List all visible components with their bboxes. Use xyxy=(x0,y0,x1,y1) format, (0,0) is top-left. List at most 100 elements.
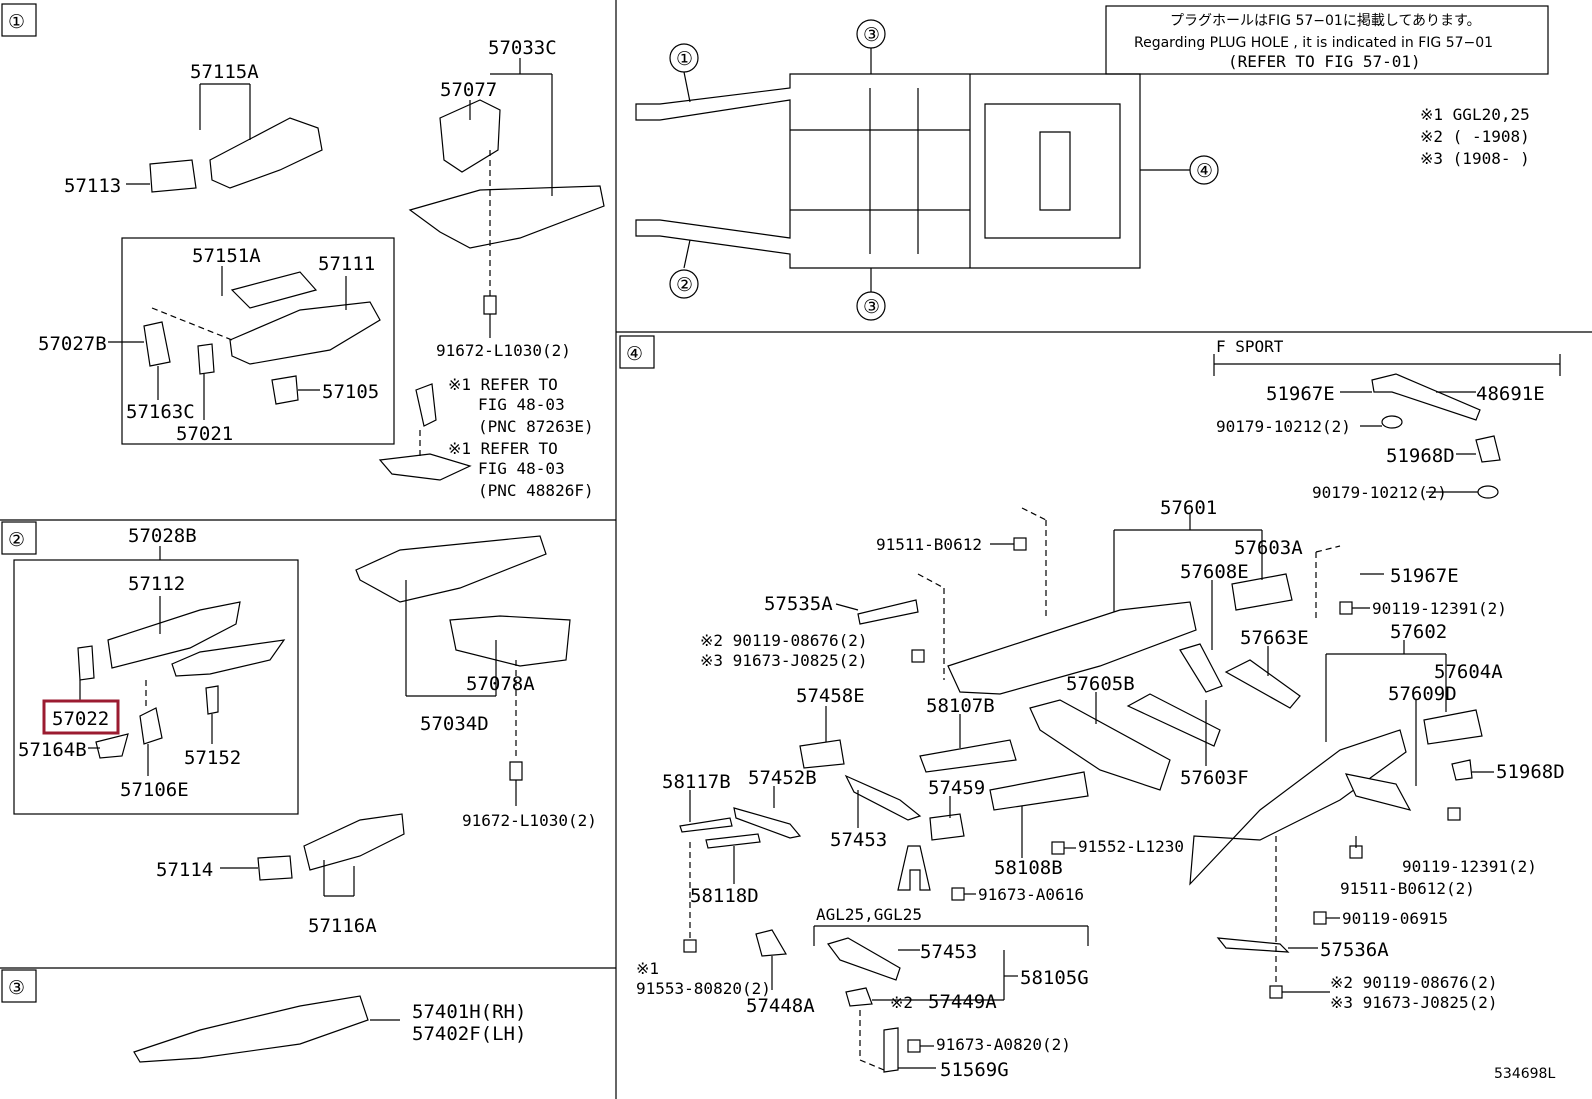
label-57458E: 57458E xyxy=(796,685,865,707)
section-marker-4: ④ xyxy=(619,335,655,369)
label-f-sport: F SPORT xyxy=(1216,337,1284,356)
label-57603A: 57603A xyxy=(1234,537,1303,559)
label-57115A: 57115A xyxy=(190,61,259,83)
label-57603F: 57603F xyxy=(1180,767,1249,789)
label-57605B: 57605B xyxy=(1066,673,1135,695)
svg-text:③: ③ xyxy=(8,977,25,999)
panel-4-leaders xyxy=(689,391,1494,1069)
label-91673-A0616: 91673-A0616 xyxy=(978,885,1084,904)
label-57459: 57459 xyxy=(928,777,985,799)
highlight-57022 xyxy=(42,699,120,735)
label-51569G: 51569G xyxy=(940,1059,1009,1081)
svg-text:※3 (1908- ): ※3 (1908- ) xyxy=(1420,149,1530,168)
label-57663E: 57663E xyxy=(1240,627,1309,649)
label-57111: 57111 xyxy=(318,253,375,275)
frame-callouts: ① ② ③ ④ ③ xyxy=(669,19,1219,321)
label-90119-08676: ※2 90119-08676(2) xyxy=(700,631,868,650)
panel-1-parts xyxy=(121,99,605,481)
label-57113: 57113 xyxy=(64,175,121,197)
label-57609D: 57609D xyxy=(1388,683,1457,705)
label-58107B: 58107B xyxy=(926,695,995,717)
label-51968D-b: 51968D xyxy=(1496,761,1565,783)
label-57022: 57022 xyxy=(52,708,109,730)
label-57401H: 57401H(RH) xyxy=(412,1001,526,1023)
section-marker-3: ③ xyxy=(1,969,37,1003)
label-90179-10212-a: 90179-10212(2) xyxy=(1216,417,1351,436)
label-57077: 57077 xyxy=(440,79,497,101)
label-57112: 57112 xyxy=(128,573,185,595)
svg-text:※2: ※2 xyxy=(890,993,913,1012)
panel-1-labels: 57115A 57113 57033C 57077 57151A 57111 5… xyxy=(38,37,594,500)
label-57021: 57021 xyxy=(176,423,233,445)
model-legend: ※1 GGL20,25 ※2 ( -1908) ※3 (1908- ) xyxy=(1420,105,1530,168)
svg-text:※1 REFER TO: ※1 REFER TO xyxy=(448,439,558,458)
diagram-code: 534698L xyxy=(1494,1066,1555,1082)
panel-2-parts xyxy=(13,535,571,881)
label-90119-08676-b: ※2 90119-08676(2) xyxy=(1330,973,1498,992)
svg-text:②: ② xyxy=(676,274,693,296)
panel-4-labels: F SPORT 51967E 48691E 90179-10212(2) 519… xyxy=(636,337,1565,1082)
svg-text:FIG 48-03: FIG 48-03 xyxy=(478,395,565,414)
panel-3-labels: 57401H(RH) 57402F(LH) xyxy=(412,1001,526,1045)
label-57536A: 57536A xyxy=(1320,939,1389,961)
label-90119-12391-b: 90119-12391(2) xyxy=(1402,857,1537,876)
svg-text:③: ③ xyxy=(863,296,880,318)
svg-text:①: ① xyxy=(8,11,25,33)
label-57448A: 57448A xyxy=(746,995,815,1017)
label-58117B: 58117B xyxy=(662,771,731,793)
label-91673-A0820: 91673-A0820(2) xyxy=(936,1035,1071,1054)
label-agl25-ggl25: AGL25,GGL25 xyxy=(816,905,922,924)
svg-text:③: ③ xyxy=(863,24,880,46)
label-57535A: 57535A xyxy=(764,593,833,615)
svg-text:※1 REFER TO: ※1 REFER TO xyxy=(448,375,558,394)
label-91673-J0825: ※3 91673-J0825(2) xyxy=(700,651,868,670)
label-57151A: 57151A xyxy=(192,245,261,267)
label-91672-L1030: 91672-L1030(2) xyxy=(436,341,571,360)
section-marker-2: ② xyxy=(1,521,37,555)
section-marker-1: ① xyxy=(1,3,37,37)
svg-text:(PNC 87263E): (PNC 87263E) xyxy=(478,417,594,436)
frame-overview xyxy=(635,48,1190,292)
label-57163C: 57163C xyxy=(126,401,195,423)
label-91673-J0825-b: ※3 91673-J0825(2) xyxy=(1330,993,1498,1012)
label-91672-L1030-p2: 91672-L1030(2) xyxy=(462,811,597,830)
label-57449A: 57449A xyxy=(928,991,997,1013)
label-91552-L1230: 91552-L1230 xyxy=(1078,837,1184,856)
svg-text:※1 GGL20,25: ※1 GGL20,25 xyxy=(1420,105,1530,124)
label-51967E: 51967E xyxy=(1266,383,1335,405)
svg-text:(REFER TO FIG 57-01): (REFER TO FIG 57-01) xyxy=(1228,52,1421,71)
label-90119-12391: 90119-12391(2) xyxy=(1372,599,1507,618)
label-57164B: 57164B xyxy=(18,739,87,761)
label-57453: 57453 xyxy=(830,829,887,851)
label-91511-B0612-b: 91511-B0612(2) xyxy=(1340,879,1475,898)
label-58108B: 58108B xyxy=(994,857,1063,879)
svg-text:④: ④ xyxy=(626,343,643,365)
label-57105: 57105 xyxy=(322,381,379,403)
label-91553-80820: 91553-80820(2) xyxy=(636,979,771,998)
label-90119-06915: 90119-06915 xyxy=(1342,909,1448,928)
label-57034D: 57034D xyxy=(420,713,489,735)
label-58105G: 58105G xyxy=(1020,967,1089,989)
label-57604A: 57604A xyxy=(1434,661,1503,683)
panel-4-parts xyxy=(679,354,1561,1073)
panel-1-leaders xyxy=(108,58,553,420)
label-90179-10212-b: 90179-10212(2) xyxy=(1312,483,1447,502)
svg-text:④: ④ xyxy=(1196,160,1213,182)
panel-2-leaders xyxy=(79,546,517,897)
svg-text:(PNC 48826F): (PNC 48826F) xyxy=(478,481,594,500)
label-57033C: 57033C xyxy=(488,37,557,59)
svg-text:②: ② xyxy=(8,529,25,551)
label-57402F: 57402F(LH) xyxy=(412,1023,526,1045)
svg-text:FIG 48-03: FIG 48-03 xyxy=(478,459,565,478)
label-91511-B0612: 91511-B0612 xyxy=(876,535,982,554)
label-57116A: 57116A xyxy=(308,915,377,937)
label-57152: 57152 xyxy=(184,747,241,769)
label-57452B: 57452B xyxy=(748,767,817,789)
label-57602: 57602 xyxy=(1390,621,1447,643)
label-57106E: 57106E xyxy=(120,779,189,801)
plug-hole-note: プラグホールはFIG 57−01に掲載してあります。 Regarding PLU… xyxy=(1105,5,1549,75)
label-57028B: 57028B xyxy=(128,525,197,547)
svg-text:※2 ( -1908): ※2 ( -1908) xyxy=(1420,127,1530,146)
